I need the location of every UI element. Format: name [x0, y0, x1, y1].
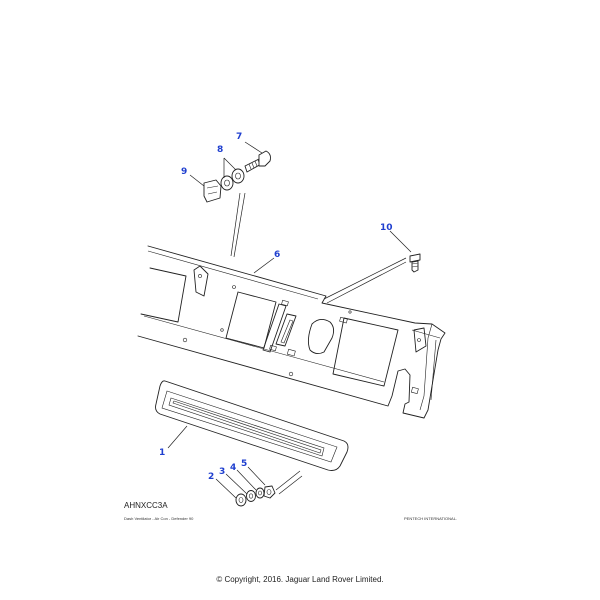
vent-grille-part-1 — [155, 380, 349, 471]
callout-9: 9 — [181, 167, 187, 177]
callout-7: 7 — [236, 132, 242, 142]
washers-part-8 — [220, 168, 245, 191]
clip-nut-part-9 — [203, 179, 222, 203]
callout-2: 2 — [208, 472, 214, 482]
callout-1: 1 — [159, 448, 165, 458]
leader-lines — [167, 141, 412, 499]
callout-5: 5 — [241, 459, 247, 469]
callout-8: 8 — [217, 145, 223, 155]
bolt-part-7 — [244, 150, 271, 173]
callout-10: 10 — [380, 223, 393, 233]
callout-6: 6 — [274, 250, 280, 260]
callout-4: 4 — [230, 463, 236, 473]
diagram-reference-code: AHNXCC3A — [124, 501, 168, 510]
diagram-caption: Dash Ventilator - Air Con - Defender 90 — [124, 516, 194, 521]
screw-part-10 — [409, 253, 421, 273]
fastener-stack-parts-2-5 — [235, 485, 276, 507]
callout-labels: 1 2 3 4 5 6 7 8 9 10 — [159, 132, 393, 482]
dash-panel-part-6 — [137, 245, 446, 419]
publisher-label: PENTECH INTERNATIONAL. — [404, 516, 458, 521]
callout-3: 3 — [219, 467, 225, 477]
copyright-notice: © Copyright, 2016. Jaguar Land Rover Lim… — [216, 575, 384, 584]
